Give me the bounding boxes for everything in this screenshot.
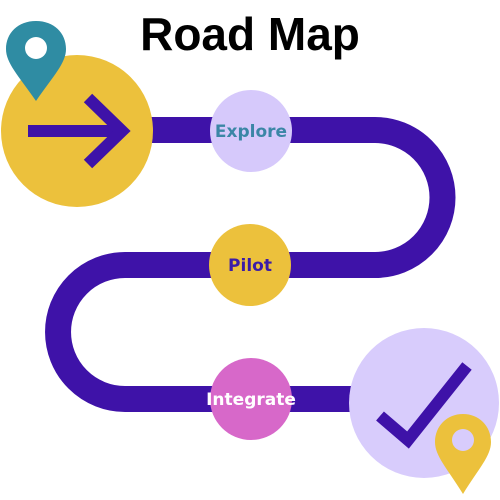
checkmark-icon — [376, 362, 472, 449]
stage-node-explore — [210, 90, 292, 172]
page-title: Road Map — [140, 8, 360, 60]
arrow-right-icon — [28, 93, 131, 169]
stage-label-pilot: Pilot — [228, 256, 272, 276]
stage-node-integrate — [210, 358, 292, 440]
map-pin-icon — [6, 21, 66, 101]
map-pin-icon — [435, 414, 491, 494]
stage-label-explore: Explore — [215, 122, 287, 142]
stage-node-pilot — [209, 224, 291, 306]
stage-label-integrate: Integrate — [206, 390, 296, 410]
